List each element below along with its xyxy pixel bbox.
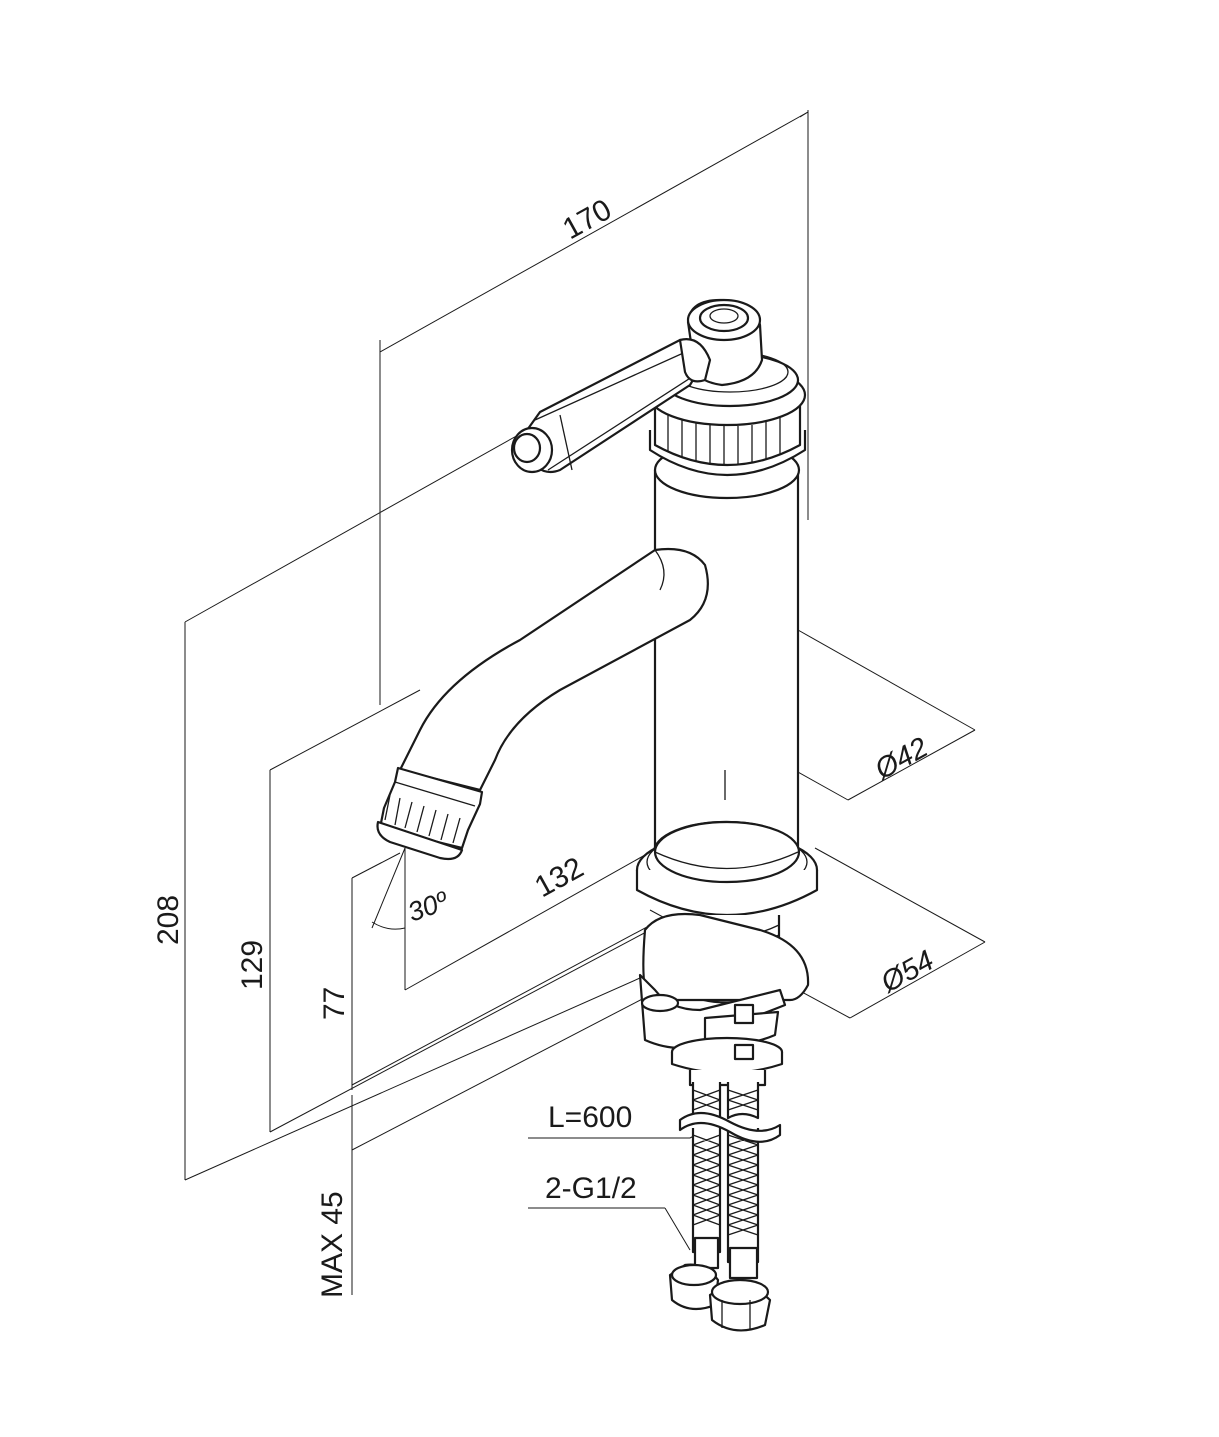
label-hose-length: L=600: [548, 1101, 632, 1134]
label-reach-132: 132: [529, 851, 589, 904]
aerator: [376, 766, 484, 861]
label-max-45: MAX 45: [316, 1191, 349, 1298]
dimension-labels: 170 208 129 77 MAX 45 132 30º Ø42 Ø54 L=…: [152, 193, 939, 1298]
lever-handle: [510, 298, 764, 474]
label-length-170: 170: [557, 193, 617, 246]
supply-hoses: [678, 1082, 782, 1280]
mounting-bracket: [638, 912, 810, 1087]
label-height-129: 129: [236, 940, 269, 990]
faucet-body: [652, 468, 800, 884]
hose-nuts: [668, 1263, 772, 1332]
label-height-77: 77: [318, 987, 351, 1020]
label-thread: 2-G1/2: [545, 1172, 637, 1205]
label-diameter-42: Ø42: [869, 732, 933, 787]
label-angle-30: 30º: [404, 885, 453, 927]
label-diameter-54: Ø54: [875, 945, 939, 1000]
spout: [398, 547, 709, 792]
label-height-208: 208: [152, 895, 185, 945]
deck-base: [635, 820, 819, 916]
